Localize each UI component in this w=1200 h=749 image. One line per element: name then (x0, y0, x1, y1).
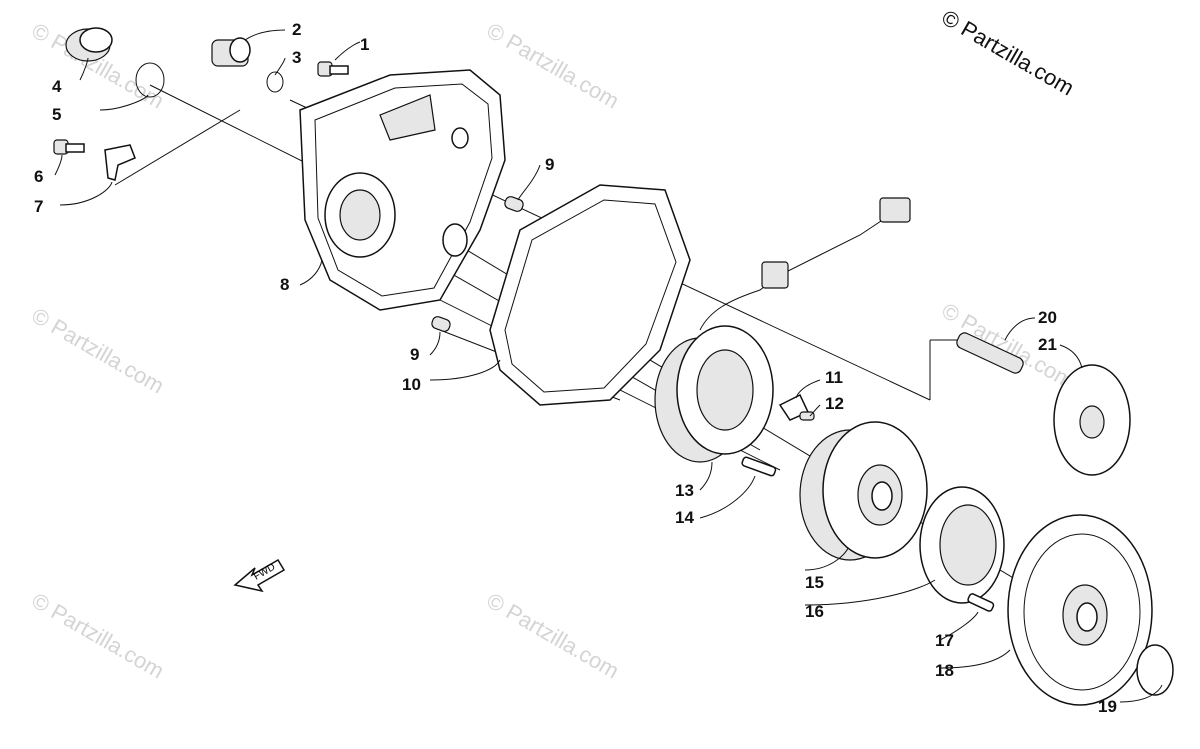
callout-20: 20 (1038, 308, 1057, 327)
callout-7: 7 (34, 197, 43, 216)
callout-15: 15 (805, 573, 824, 592)
watermark: © Partzilla.com (28, 303, 169, 399)
o-ring (135, 62, 165, 98)
clamp (104, 144, 136, 181)
bolt (317, 61, 349, 77)
bolt (53, 139, 85, 155)
plug (211, 37, 251, 67)
callout-21: 21 (1038, 335, 1057, 354)
idler-gear (1053, 364, 1131, 476)
callout-2: 2 (292, 20, 301, 39)
callout-8: 8 (280, 275, 289, 294)
callout-16: 16 (805, 602, 824, 621)
stator (654, 325, 774, 463)
callout-6: 6 (34, 167, 43, 186)
callout-13: 13 (675, 481, 694, 500)
callout-18: 18 (935, 661, 954, 680)
washer (1136, 644, 1174, 696)
callout-9-top: 9 (545, 155, 554, 174)
stator-cover (299, 69, 506, 311)
dowel-pin (504, 196, 524, 212)
callout-17: 17 (935, 631, 954, 650)
callout-5: 5 (52, 105, 61, 124)
callout-labels: 1 2 3 4 5 6 7 8 9 9 10 11 12 13 14 15 16… (34, 20, 1117, 716)
callout-19: 19 (1098, 697, 1117, 716)
callout-12: 12 (825, 394, 844, 413)
flywheel (799, 421, 928, 561)
watermark: © Partzilla.com (483, 18, 624, 114)
leader-lines (54, 29, 1163, 703)
starter-gear (1007, 514, 1153, 706)
screw (799, 411, 815, 421)
callout-3: 3 (292, 48, 301, 67)
callout-4: 4 (52, 77, 62, 96)
callout-1: 1 (360, 35, 369, 54)
callout-14: 14 (675, 508, 694, 527)
watermark: © Partzilla.com (28, 588, 169, 684)
stator-bolt (741, 456, 777, 477)
starter-clutch (919, 486, 1005, 604)
forward-arrow: FWD (233, 558, 286, 593)
watermark: © Partzilla.com (483, 588, 624, 684)
small-o-ring (266, 71, 284, 93)
plug-cap (65, 27, 113, 62)
clutch-bolt (967, 593, 995, 612)
wiring-harness (699, 197, 911, 331)
copyright-text: © Partzilla.com (938, 5, 1079, 101)
callout-11: 11 (825, 368, 843, 387)
idler-shaft (956, 332, 1024, 374)
callout-10: 10 (402, 375, 421, 394)
dowel-pin (431, 316, 451, 332)
callout-9-bottom: 9 (410, 345, 419, 364)
